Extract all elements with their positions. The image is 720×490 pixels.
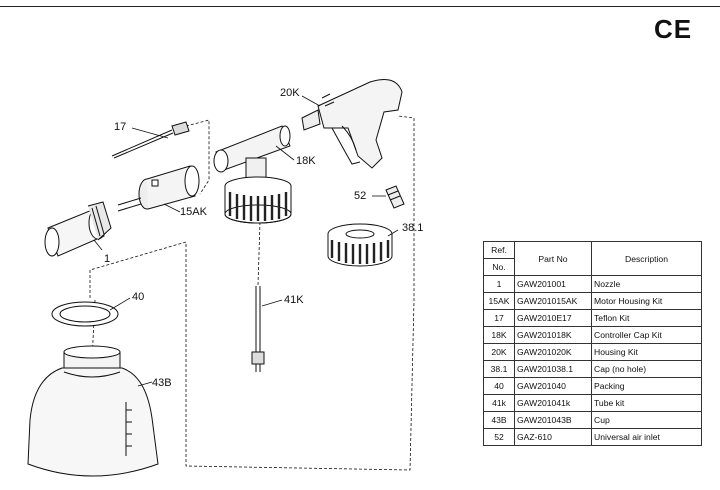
row-description: Cap (no hole) xyxy=(591,360,702,378)
row-ref: 41k xyxy=(483,394,515,412)
header-ref-top: Ref. xyxy=(483,241,515,259)
table-row: 20K GAW201020K Housing Kit xyxy=(483,343,702,361)
callout-38-1: 38.1 xyxy=(402,222,423,234)
row-description: Cup xyxy=(591,411,702,429)
row-description: Controller Cap Kit xyxy=(591,326,702,344)
ce-mark: CE xyxy=(654,14,693,44)
table-row: 1 GAW201001 Nozzle xyxy=(483,275,702,293)
header-part-no: Part No xyxy=(514,241,592,276)
table-row: 15AK GAW201015AK Motor Housing Kit xyxy=(483,292,702,310)
part-15ak-motor-housing xyxy=(117,165,200,212)
row-part-no: GAW201040 xyxy=(514,377,592,395)
top-border-line xyxy=(0,6,720,7)
row-description: Packing xyxy=(591,377,702,395)
callout-17: 17 xyxy=(114,121,126,133)
row-ref: 15AK xyxy=(483,292,515,310)
row-description: Teflon Kit xyxy=(591,309,702,327)
callout-20k: 20K xyxy=(280,87,300,99)
row-ref: 43B xyxy=(483,411,515,429)
row-ref: 17 xyxy=(483,309,515,327)
callout-43b: 43B xyxy=(152,377,172,389)
row-part-no: GAW201038.1 xyxy=(514,360,592,378)
row-ref: 52 xyxy=(483,428,515,446)
table-row: 43B GAW201043B Cup xyxy=(483,411,702,429)
row-part-no: GAW201015AK xyxy=(514,292,592,310)
table-row: 40 GAW201040 Packing xyxy=(483,377,702,395)
callout-leader-lines xyxy=(93,95,399,387)
row-ref: 40 xyxy=(483,377,515,395)
row-ref: 38.1 xyxy=(483,360,515,378)
part-43b-cup xyxy=(27,345,159,477)
callout-41k: 41K xyxy=(284,294,304,306)
row-ref: 18K xyxy=(483,326,515,344)
table-row: 52 GAZ-610 Universal air inlet xyxy=(483,428,702,446)
row-part-no: GAW201041k xyxy=(514,394,592,412)
part-17-teflon-needle xyxy=(111,121,190,159)
parts-table: Ref. Part No Description No. 1 GAW201001… xyxy=(483,241,702,446)
callout-18k: 18K xyxy=(296,155,316,167)
row-description: Tube kit xyxy=(591,394,702,412)
callout-1: 1 xyxy=(104,253,110,265)
row-description: Motor Housing Kit xyxy=(591,292,702,310)
header-description: Description xyxy=(591,241,702,276)
parts-table-header-row-top: Ref. Part No Description xyxy=(483,241,702,276)
table-row: 38.1 GAW201038.1 Cap (no hole) xyxy=(483,360,702,378)
callout-40: 40 xyxy=(132,291,144,303)
row-part-no: GAW201001 xyxy=(514,275,592,293)
row-part-no: GAW201043B xyxy=(514,411,592,429)
row-part-no: GAW2010E17 xyxy=(514,309,592,327)
row-description: Housing Kit xyxy=(591,343,702,361)
table-row: 41k GAW201041k Tube kit xyxy=(483,394,702,412)
row-description: Nozzle xyxy=(591,275,702,293)
part-18k-knurled-cap xyxy=(224,176,292,224)
part-40-packing-ring xyxy=(51,301,119,327)
parts-table-header-row-bottom: No. xyxy=(483,258,702,276)
part-41k-tube xyxy=(251,286,265,372)
callout-52: 52 xyxy=(354,190,366,202)
row-part-no: GAW201018K xyxy=(514,326,592,344)
table-row: 18K GAW201018K Controller Cap Kit xyxy=(483,326,702,344)
table-row: 17 GAW2010E17 Teflon Kit xyxy=(483,309,702,327)
row-part-no: GAW201020K xyxy=(514,343,592,361)
row-ref: 20K xyxy=(483,343,515,361)
row-ref: 1 xyxy=(483,275,515,293)
part-52-air-inlet xyxy=(385,185,405,209)
row-part-no: GAZ-610 xyxy=(514,428,592,446)
header-ref-bottom: No. xyxy=(483,258,515,276)
part-1-nozzle xyxy=(44,201,112,257)
part-38-1-cap xyxy=(327,223,393,267)
part-20k-gun-housing xyxy=(301,79,403,169)
row-description: Universal air inlet xyxy=(591,428,702,446)
callout-15ak: 15AK xyxy=(180,206,208,218)
